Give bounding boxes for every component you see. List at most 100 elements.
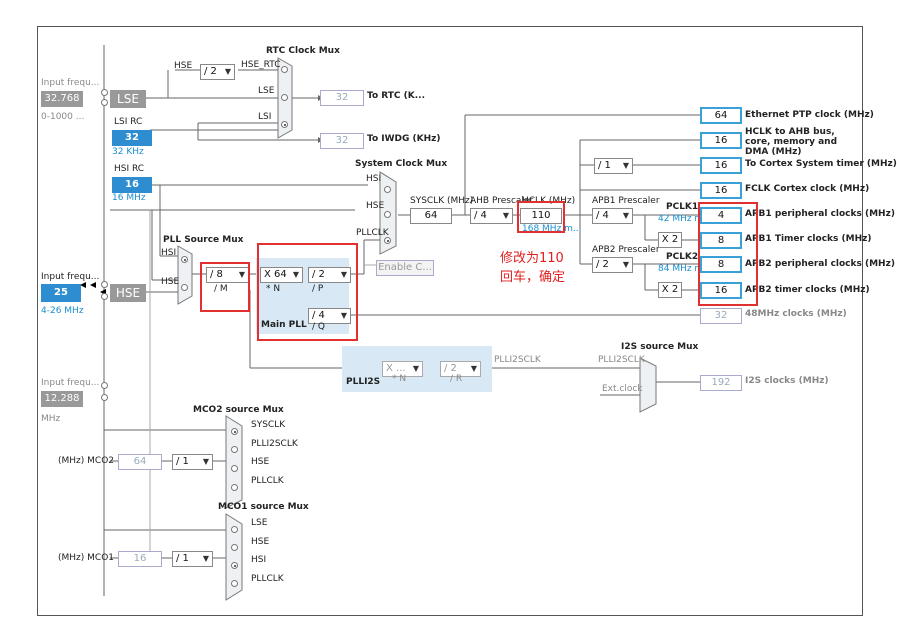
mco2-radio-pllclk[interactable] [231, 484, 238, 491]
out-eth-value: 64 [700, 107, 742, 124]
rtc-radio-lse[interactable] [281, 94, 288, 101]
chevron-down-icon: ▼ [340, 311, 347, 320]
pclk2-label: PCLK2 [666, 252, 699, 262]
mco2-radio-plli2sclk[interactable] [231, 446, 238, 453]
mco1-radio-pllclk[interactable] [231, 580, 238, 587]
highlight-pll-m [200, 262, 250, 312]
mco2-divider-select[interactable]: / 1▼ [172, 454, 213, 470]
hse-oscillator-button[interactable]: HSE [110, 284, 146, 302]
clock-wiring [80, 45, 705, 601]
plli2s-r-select[interactable]: / 2▼ [440, 361, 481, 377]
out-hclk-label: HCLK to AHB bus, core, memory and DMA (M… [745, 127, 838, 157]
i2s-out-value: 192 [700, 375, 742, 391]
pll-src-in-hse: HSE [161, 277, 180, 287]
mco1-in-lse: LSE [251, 518, 268, 528]
out-fclk-value: 16 [700, 182, 742, 199]
chevron-down-icon: ▼ [238, 270, 245, 279]
iwdg-out-value: 32 [320, 133, 364, 149]
mco2-radio-hse[interactable] [231, 465, 238, 472]
out-fclk-label: FCLK Cortex clock (MHz) [745, 184, 870, 194]
sys-radio-pllclk[interactable] [384, 237, 391, 244]
chevron-down-icon: ▼ [622, 161, 629, 170]
rtc-out-label: To RTC (K... [367, 91, 426, 101]
plli2s-n-label: * N [392, 374, 407, 384]
highlight-hclk [517, 201, 565, 233]
out-apb1-timer-label: APB1 Timer clocks (MHz) [745, 234, 872, 244]
mco1-divider-select[interactable]: / 1▼ [172, 551, 213, 567]
highlight-main-pll [257, 243, 358, 341]
rtc-mux-title: RTC Clock Mux [266, 46, 340, 56]
hse-input-freq-label: Input frequ... [41, 272, 100, 282]
main-pll-title: Main PLL [261, 320, 307, 330]
hse-freq-input[interactable]: 25 [41, 284, 81, 302]
lse-oscillator-button[interactable]: LSE [110, 90, 146, 108]
sysclk-value-box: 64 [410, 208, 452, 224]
mco1-mux-title: MCO1 source Mux [218, 502, 309, 512]
pll-m-label: / M [214, 284, 228, 294]
rtc-radio-lsi[interactable] [281, 121, 288, 128]
rtc-radio-hse[interactable] [281, 66, 288, 73]
mco1-out-label: (MHz) MCO1 [58, 553, 114, 563]
hse-pin-top [101, 281, 108, 288]
mco1-radio-hse[interactable] [231, 544, 238, 551]
plli2s-n-select[interactable]: X ...▼ [382, 361, 423, 377]
hclk-max-label: 168 MHz m... [522, 224, 582, 234]
annotation-text-2: 回车，确定 [500, 270, 566, 285]
mco2-out-label: (MHz) MCO2 [58, 456, 114, 466]
chevron-down-icon: ▼ [202, 457, 209, 466]
hse-range-label: 4-26 MHz [41, 306, 84, 316]
mco1-radio-lse[interactable] [231, 526, 238, 533]
mco2-radio-sysclk[interactable] [231, 428, 238, 435]
lsi-label: LSI RC [114, 117, 143, 127]
apb1-prescaler-select[interactable]: / 4▼ [592, 208, 633, 224]
chevron-down-icon: ▼ [224, 67, 231, 76]
pll-n-multiplier-select[interactable]: X 64▼ [260, 267, 303, 283]
ahb-prescaler-select[interactable]: / 4▼ [470, 208, 513, 224]
pll-src-radio-hse[interactable] [181, 284, 188, 291]
apb2-prescaler-select[interactable]: / 2▼ [592, 257, 633, 273]
sys-mux-title: System Clock Mux [355, 159, 448, 169]
hclk-input[interactable]: 110 [520, 208, 562, 224]
pll-q-divider-select[interactable]: / 4▼ [308, 308, 351, 324]
ext-freq-box: 12.288 [41, 391, 83, 407]
out-usb-label: 48MHz clocks (MHz) [745, 309, 847, 319]
i2s-out-label: I2S clocks (MHz) [745, 376, 829, 386]
sys-radio-hse[interactable] [384, 211, 391, 218]
mco1-out-value: 16 [118, 551, 162, 567]
enable-css-button[interactable]: Enable C... [376, 260, 434, 276]
pll-p-divider-select[interactable]: / 2▼ [308, 267, 351, 283]
mco2-mux-shape [225, 415, 243, 509]
pll-src-mux-shape [177, 245, 193, 305]
mco2-mux-title: MCO2 source Mux [193, 405, 284, 415]
ext-pin-top [101, 382, 108, 389]
mco1-in-pllclk: PLLCLK [251, 574, 284, 584]
ext-unit-label: MHz [41, 414, 61, 424]
sys-radio-hsi[interactable] [384, 186, 391, 193]
mco2-in-sysclk: SYSCLK [251, 420, 286, 430]
ahb-prescaler-label: AHB Prescaler [470, 196, 534, 206]
highlight-apb-clocks [698, 202, 758, 306]
i2s-in-ext: Ext.clock [602, 384, 643, 394]
mco1-radio-hsi[interactable] [231, 562, 238, 569]
chevron-down-icon: ▼ [340, 270, 347, 279]
pll-src-radio-hsi[interactable] [181, 256, 188, 263]
i2s-in-plli2sclk: PLLI2SCLK [598, 355, 645, 365]
rtc-in-hse-rtc: HSE_RTC [241, 60, 281, 70]
mco2-in-hse: HSE [251, 457, 270, 467]
plli2s-r-label: / R [450, 374, 463, 384]
lsi-unit-label: 32 KHz [112, 147, 144, 157]
mco2-in-plli2sclk: PLLI2SCLK [251, 439, 298, 449]
pclk1-label: PCLK1 [666, 202, 699, 212]
out-apb2-periph-label: APB2 peripheral clocks (MHz) [745, 259, 895, 269]
chevron-down-icon: ▼ [292, 270, 299, 279]
mco1-mux-shape [225, 513, 243, 601]
pclk2-max-label: 84 MHz m... [658, 264, 712, 274]
cortex-timer-divider-select[interactable]: / 1▼ [594, 158, 633, 174]
rtc-in-hse: HSE [174, 61, 193, 71]
chevron-down-icon: ▼ [470, 364, 477, 373]
rtc-hse-divider-select[interactable]: / 2▼ [200, 64, 235, 80]
ext-pin-bottom [101, 394, 108, 401]
clock-config-frame [37, 26, 863, 616]
out-systick-value: 16 [700, 157, 742, 174]
mco1-in-hsi: HSI [251, 555, 267, 565]
